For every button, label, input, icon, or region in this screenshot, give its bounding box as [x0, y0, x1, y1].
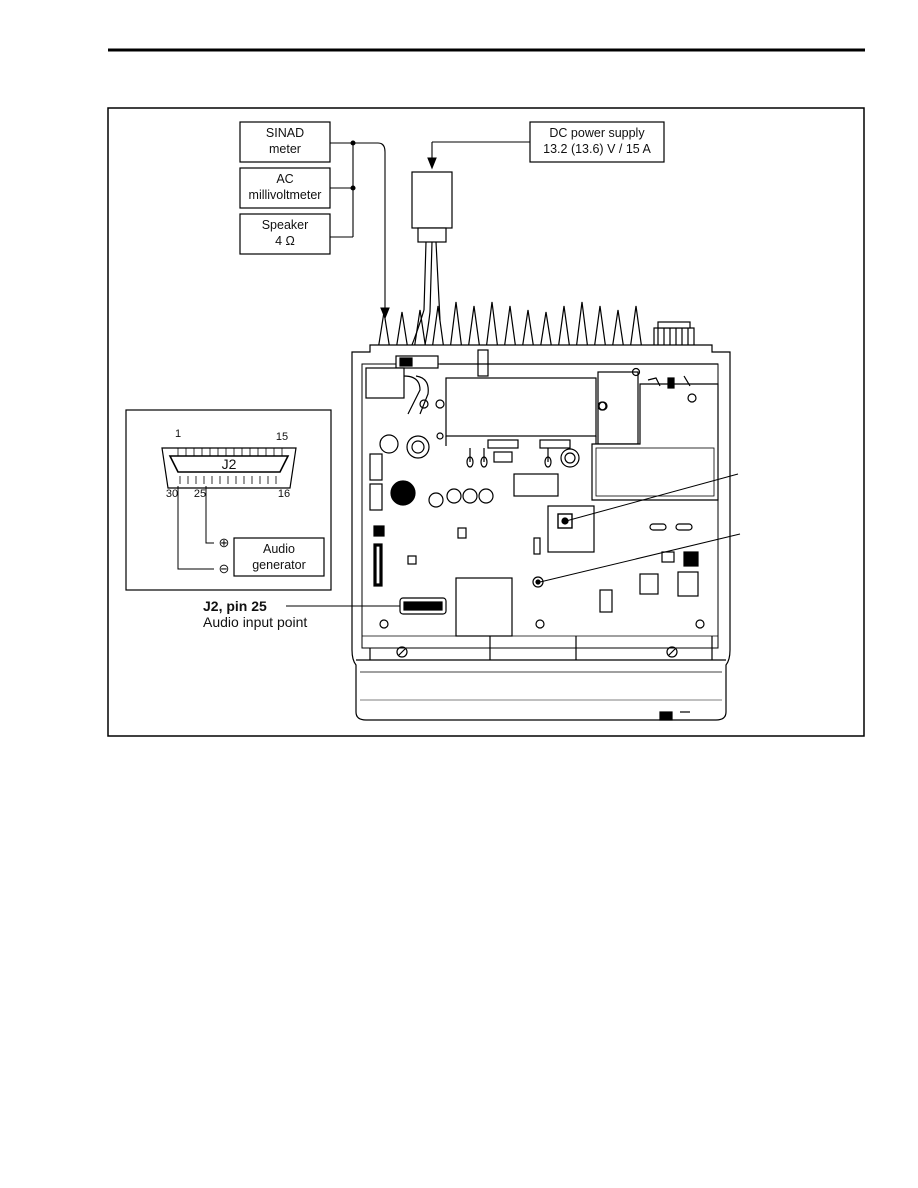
speaker-label-1: Speaker — [262, 218, 309, 232]
audio-generator-label-1: Audio — [263, 542, 295, 556]
minus-terminal-icon: ⊖ — [219, 561, 230, 576]
callout-title: J2, pin 25 — [203, 598, 267, 614]
ac-label-1: AC — [276, 172, 293, 186]
test-point-leaders — [539, 473, 741, 583]
test-point-block — [547, 505, 595, 553]
plus-terminal-icon: ⊕ — [219, 535, 230, 550]
dc-power-supply-box: DC power supply 13.2 (13.6) V / 15 A — [529, 121, 665, 163]
figure-frame — [107, 107, 865, 737]
radio-chassis — [351, 301, 731, 721]
heatsink-fins — [377, 301, 643, 351]
sinad-label-2: meter — [269, 142, 301, 156]
audio-input-callout: J2, pin 25 Audio input point — [203, 598, 400, 630]
pin-1-label: 1 — [175, 428, 181, 440]
audio-generator-box — [233, 537, 325, 577]
pin-30-label: 30 — [166, 488, 178, 500]
callout-subtitle: Audio input point — [203, 614, 307, 630]
dc-label-1: DC power supply — [549, 126, 645, 140]
instrument-wiring — [330, 140, 390, 320]
sinad-meter-box: SINAD meter — [239, 121, 331, 163]
j2-inset: J2 1 15 30 25 16 ⊕ ⊖ Audio generator — [125, 409, 332, 591]
antenna-connector — [653, 321, 695, 347]
ac-millivoltmeter-box: AC millivoltmeter — [239, 167, 331, 209]
dc-power-plug — [409, 171, 453, 351]
dc-label-2: 13.2 (13.6) V / 15 A — [543, 142, 651, 156]
sinad-label-1: SINAD — [266, 126, 304, 140]
ac-label-2: millivoltmeter — [249, 188, 322, 202]
dc-supply-wire — [427, 141, 530, 170]
speaker-box: Speaker 4 Ω — [239, 213, 331, 255]
pin-15-label: 15 — [276, 431, 288, 443]
pin-16-label: 16 — [278, 488, 290, 500]
speaker-label-2: 4 Ω — [275, 234, 295, 248]
pa-module — [445, 377, 597, 437]
j2-label: J2 — [222, 456, 237, 472]
audio-generator-label-2: generator — [252, 558, 306, 572]
pin-25-label: 25 — [194, 488, 206, 500]
